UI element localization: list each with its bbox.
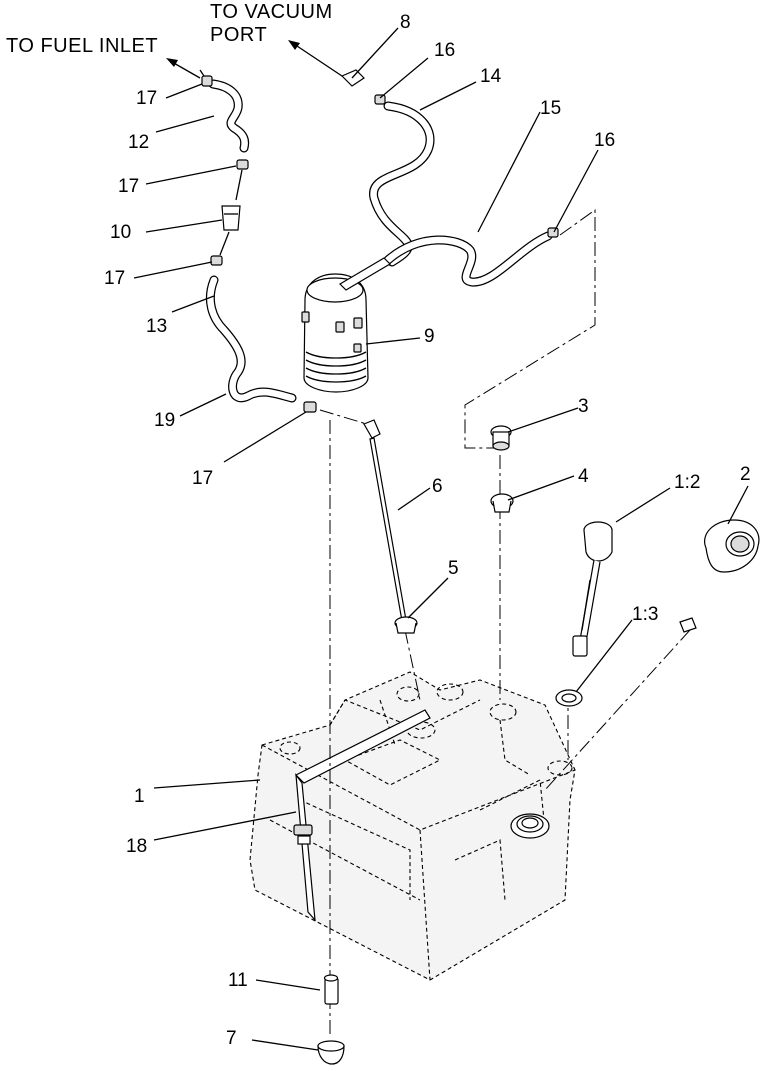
callout-16-top: 16 bbox=[434, 40, 455, 61]
arrow-to-fuel-inlet bbox=[166, 58, 201, 79]
callout-10: 10 bbox=[110, 222, 131, 243]
clamp-16-top bbox=[374, 94, 386, 105]
clamp-17-top bbox=[199, 69, 213, 87]
callout-12: 12 bbox=[128, 132, 149, 153]
spacer-11 bbox=[323, 974, 339, 1005]
callout-1-3: 1:3 bbox=[632, 604, 658, 625]
clamp-17-bottom bbox=[303, 401, 317, 413]
leader-lines bbox=[133, 27, 749, 1051]
callout-7: 7 bbox=[226, 1028, 237, 1049]
bumper-7 bbox=[317, 1040, 345, 1065]
callout-17-bottom: 17 bbox=[192, 468, 213, 489]
fuel-tank bbox=[249, 671, 576, 981]
callout-2: 2 bbox=[740, 464, 751, 485]
callout-19: 19 bbox=[154, 410, 175, 431]
fuel-cap-2 bbox=[679, 519, 760, 633]
callout-17-lower: 17 bbox=[104, 268, 125, 289]
fitting-8 bbox=[340, 69, 365, 87]
center-lines bbox=[319, 209, 691, 1035]
callout-1: 1 bbox=[134, 786, 145, 807]
caption-to-vacuum-line1: TO VACUUM bbox=[210, 1, 333, 23]
callout-11: 11 bbox=[228, 970, 248, 991]
callout-4: 4 bbox=[578, 466, 589, 487]
fuel-hoses bbox=[205, 79, 553, 403]
callout-1-2: 1:2 bbox=[674, 472, 700, 493]
callout-5: 5 bbox=[448, 558, 459, 579]
callout-16-right: 16 bbox=[594, 130, 615, 151]
callout-13: 13 bbox=[146, 316, 167, 337]
clamp-17-lower bbox=[210, 255, 223, 266]
arrow-to-vacuum-port bbox=[288, 40, 343, 77]
fuel-filter-10 bbox=[221, 205, 241, 231]
callout-17-top: 17 bbox=[136, 88, 157, 109]
callout-3: 3 bbox=[578, 396, 589, 417]
callout-6: 6 bbox=[432, 476, 443, 497]
callout-15: 15 bbox=[540, 98, 561, 119]
clamp-17-upper bbox=[236, 159, 249, 170]
callout-17-upper: 17 bbox=[118, 176, 139, 197]
vent-valve-3 bbox=[490, 425, 512, 451]
caption-to-vacuum-line2: PORT bbox=[210, 24, 267, 46]
callout-9: 9 bbox=[424, 326, 435, 347]
pickup-tube-6 bbox=[363, 419, 407, 622]
charcoal-canister-9 bbox=[301, 257, 391, 393]
caption-to-fuel-inlet: TO FUEL INLET bbox=[6, 35, 158, 57]
callout-18: 18 bbox=[126, 836, 147, 857]
clamp-16-right bbox=[547, 227, 559, 238]
callout-14: 14 bbox=[480, 66, 502, 87]
fuel-gauge-1-2 bbox=[572, 521, 613, 657]
grommet-1-3 bbox=[555, 689, 583, 707]
grommet-4 bbox=[490, 493, 514, 513]
callout-8: 8 bbox=[400, 12, 411, 33]
grommet-5 bbox=[394, 616, 418, 634]
